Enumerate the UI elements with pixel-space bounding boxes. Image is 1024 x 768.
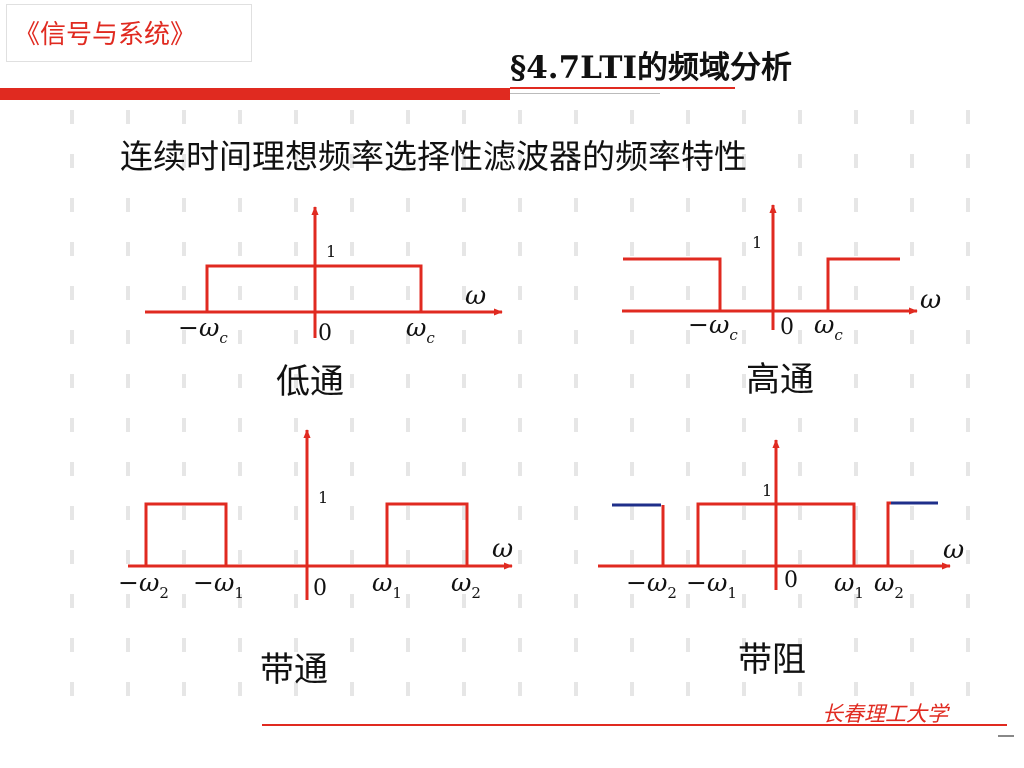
lowpass-unit-label: 1 [326, 242, 336, 261]
highpass-neg-cutoff-label: −ωc [688, 310, 738, 344]
footer-dash [998, 735, 1014, 737]
bandpass-plot: 1 ω 0 −ω2 −ω1 ω1 ω2 [118, 429, 513, 602]
header-rule [510, 87, 735, 89]
header-band [0, 88, 510, 100]
bandstop-axis-symbol: ω [943, 535, 964, 565]
bandstop-edge-right [886, 501, 891, 566]
bandpass-neg-omega1-label: −ω1 [193, 568, 244, 602]
highpass-response-left [623, 257, 722, 311]
lowpass-pos-cutoff-label: ωc [406, 313, 435, 347]
bandpass-axis-symbol: ω [492, 534, 513, 564]
lowpass-response [205, 264, 423, 312]
bandpass-omega2-label: ω2 [451, 568, 481, 602]
footer-institution: 长春理工大学 [822, 702, 948, 726]
lowpass-neg-cutoff-label: −ωc [178, 313, 228, 347]
lowpass-caption: 低通 [276, 362, 344, 402]
highpass-caption: 高通 [746, 360, 814, 400]
highpass-axis-symbol: ω [920, 285, 941, 315]
highpass-origin-label: 0 [780, 315, 794, 340]
bandstop-unit-label: 1 [762, 481, 772, 500]
lowpass-plot: 1 ω 0 −ωc ωc [145, 206, 503, 347]
lowpass-origin-label: 0 [318, 321, 332, 346]
bandstop-plot: 1 ω 0 −ω2 −ω1 ω1 ω2 [598, 439, 964, 602]
bandpass-neg-omega2-label: −ω2 [118, 568, 169, 602]
lowpass-axis-symbol: ω [465, 281, 486, 311]
bandpass-response-right [385, 502, 469, 566]
slide-title: 连续时间理想频率选择性滤波器的频率特性 [120, 137, 747, 176]
footer-rule [262, 724, 1007, 726]
highpass-pos-cutoff-label: ωc [814, 310, 843, 344]
bandstop-omega2-label: ω2 [874, 568, 904, 602]
bandstop-response-center [696, 502, 856, 566]
bandpass-response-left [144, 502, 228, 566]
course-title: 《信号与系统》 [14, 20, 197, 50]
course-title-box [6, 4, 252, 62]
bandstop-neg-omega1-label: −ω1 [686, 568, 737, 602]
highpass-plot: 1 ω 0 −ωc ωc [622, 204, 941, 344]
highpass-response-right [826, 257, 900, 311]
bandpass-caption: 带通 [260, 650, 328, 690]
header-rule-thin [510, 93, 660, 94]
bandstop-origin-label: 0 [784, 568, 798, 593]
bandstop-omega1-label: ω1 [834, 568, 864, 602]
bandstop-neg-omega2-label: −ω2 [626, 568, 677, 602]
bandpass-unit-label: 1 [318, 488, 328, 507]
section-title: §4.7LTI的频域分析 [510, 50, 792, 86]
bandpass-omega1-label: ω1 [372, 568, 402, 602]
highpass-unit-label: 1 [752, 233, 762, 252]
bandstop-caption: 带阻 [738, 640, 806, 680]
bandpass-origin-label: 0 [313, 576, 327, 601]
